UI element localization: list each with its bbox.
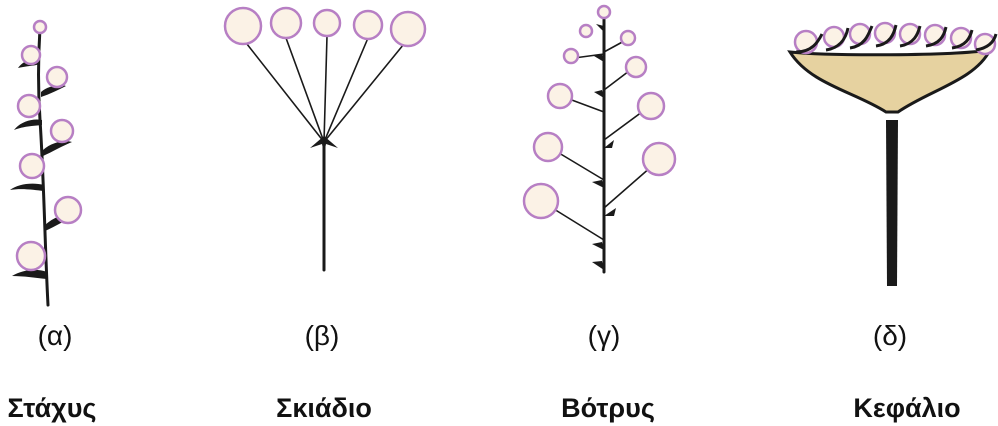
- flower-bud: [578, 23, 594, 39]
- flower-bud: [352, 9, 384, 41]
- flower-bud: [49, 118, 75, 144]
- flower-bud: [16, 93, 42, 119]
- flower-bud: [389, 10, 427, 48]
- raceme-letter-label: (γ): [588, 320, 621, 351]
- head-name-label: Κεφάλιο: [853, 393, 960, 423]
- flower-bud: [53, 195, 83, 225]
- flower-bud: [32, 19, 48, 35]
- flower-bud: [15, 240, 47, 272]
- flower-bud: [546, 82, 574, 110]
- flower-bud: [636, 91, 666, 121]
- spike-letter-label: (α): [38, 320, 73, 351]
- flower-bud: [624, 55, 648, 79]
- flower-bud: [522, 182, 560, 220]
- raceme-name-label: Βότρυς: [561, 393, 655, 423]
- flower-bud: [562, 47, 580, 65]
- flower-bud: [45, 65, 69, 89]
- flower-bud: [269, 6, 303, 40]
- umbel-illustration: [223, 6, 427, 272]
- flower-bud: [18, 152, 46, 180]
- umbel-letter-label: (β): [305, 320, 340, 351]
- head-illustration: [787, 21, 998, 286]
- flower-bud: [20, 44, 42, 66]
- flower-bud: [596, 4, 612, 20]
- spike-illustration: [10, 19, 83, 307]
- flower-bud: [641, 141, 677, 177]
- raceme-illustration: [522, 4, 677, 274]
- flower-bud: [312, 8, 342, 38]
- flower-bud: [532, 131, 564, 163]
- head-letter-label: (δ): [873, 320, 907, 351]
- flower-bud: [223, 6, 263, 46]
- spike-name-label: Στάχυς: [8, 393, 97, 423]
- flower-bud: [619, 29, 637, 47]
- umbel-name-label: Σκιάδιο: [276, 393, 372, 423]
